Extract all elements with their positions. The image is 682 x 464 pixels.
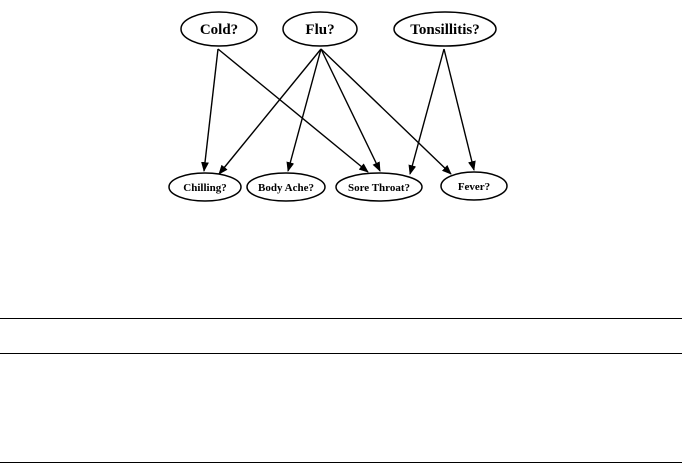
node-flu: Flu? — [283, 12, 357, 46]
node-sore-throat: Sore Throat? — [336, 173, 422, 201]
node-fever-label: Fever? — [458, 181, 490, 193]
edge-flu-to-sore-throat — [321, 49, 380, 171]
node-flu-label: Flu? — [305, 22, 334, 38]
node-fever: Fever? — [441, 172, 507, 200]
node-body-ache-label: Body Ache? — [258, 182, 314, 194]
node-tonsillitis-label: Tonsillitis? — [410, 22, 479, 38]
edge-tonsillitis-to-fever — [444, 49, 474, 170]
edge-flu-to-fever — [321, 49, 451, 174]
node-tonsillitis: Tonsillitis? — [394, 12, 496, 46]
middle-rule — [0, 353, 682, 354]
node-chilling: Chilling? — [169, 173, 241, 201]
bottom-rule — [0, 462, 682, 463]
node-body-ache: Body Ache? — [247, 173, 325, 201]
edge-group — [204, 49, 474, 174]
edge-tonsillitis-to-sore-throat — [410, 49, 444, 174]
node-cold: Cold? — [181, 12, 257, 46]
edge-flu-to-chilling — [219, 49, 321, 174]
node-chilling-label: Chilling? — [183, 182, 226, 194]
edge-cold-to-chilling — [204, 49, 218, 171]
top-rule — [0, 318, 682, 319]
node-sore-throat-label: Sore Throat? — [348, 182, 410, 194]
node-cold-label: Cold? — [200, 22, 238, 38]
